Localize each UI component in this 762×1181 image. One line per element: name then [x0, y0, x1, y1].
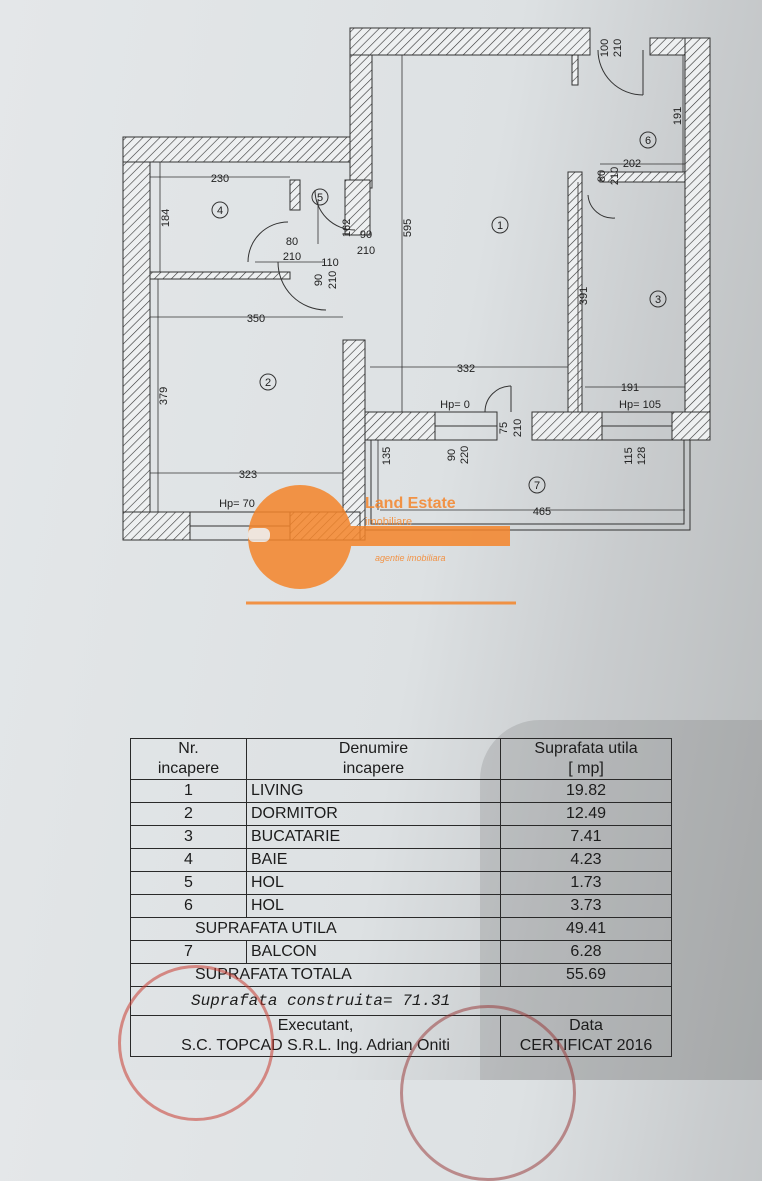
floor-plan: 1 2 3 4 5 6 7 230 184 350 379 323 595 33… — [122, 27, 711, 605]
door-kitchen-width: 80 — [596, 170, 608, 182]
header-area: Suprafata utila[ mp] — [500, 738, 672, 780]
door-bed-height: 210 — [327, 271, 339, 289]
windows-and-balcony — [189, 411, 691, 541]
door-bath-height: 210 — [283, 251, 301, 263]
stamp-right — [400, 1005, 576, 1181]
dim-191-hol: 191 — [672, 107, 684, 125]
room-number-5: 5 — [317, 192, 323, 204]
door-bath-width: 80 — [286, 236, 298, 248]
door-balcony-width: 75 — [498, 422, 510, 434]
room-number-3: 3 — [655, 294, 661, 306]
room-numbers — [211, 131, 667, 494]
door-balcony-height: 210 — [512, 419, 524, 437]
room-number-1: 1 — [497, 220, 503, 232]
door-bed-width: 90 — [313, 274, 325, 286]
stamp-left — [118, 965, 274, 1121]
room-number-4: 4 — [217, 205, 223, 217]
dim-332: 332 — [457, 363, 475, 375]
dimension-lines — [150, 55, 685, 512]
window-kitchen-width: 115 — [623, 447, 635, 465]
door-entry-width: 100 — [599, 39, 611, 57]
height-living: Hp= 0 — [440, 399, 470, 411]
dim-379: 379 — [158, 387, 170, 405]
watermark-sub: imobiliare — [365, 516, 412, 528]
watermark-logo: Land Estate imobiliare agentie imobiliar… — [246, 485, 516, 605]
window-living-width: 90 — [446, 449, 458, 461]
door-entry-height: 210 — [612, 39, 624, 57]
door-labels: 100 210 80 210 90 210 90 210 80 210 75 2… — [283, 39, 648, 465]
dim-184: 184 — [160, 209, 172, 227]
header-nr: Nr.incapere — [130, 738, 247, 780]
door-hol-height: 210 — [357, 245, 375, 257]
dim-595: 595 — [402, 219, 414, 237]
dim-323: 323 — [239, 469, 257, 481]
dim-191-kitchen: 191 — [621, 382, 639, 394]
dim-135: 135 — [381, 447, 393, 465]
dim-465: 465 — [533, 506, 551, 518]
room-number-7: 7 — [534, 480, 540, 492]
room-number-6: 6 — [645, 135, 651, 147]
dim-230: 230 — [211, 173, 229, 185]
watermark-tagline: agentie imobiliara — [375, 553, 446, 563]
walls — [122, 27, 711, 541]
door-swings — [247, 49, 644, 413]
dim-110: 110 — [321, 257, 339, 269]
dim-391: 391 — [578, 287, 590, 305]
door-kitchen-height: 210 — [609, 167, 621, 185]
room-number-2: 2 — [265, 377, 271, 389]
window-kitchen-height: 128 — [636, 447, 648, 465]
watermark-name: Land Estate — [365, 495, 456, 512]
height-bedroom: Hp= 70 — [219, 498, 255, 510]
dim-350: 350 — [247, 313, 265, 325]
window-living-height: 220 — [459, 446, 471, 464]
height-kitchen: Hp= 105 — [619, 399, 661, 411]
door-hol-width: 90 — [360, 229, 372, 241]
dim-162: 162 — [341, 219, 353, 237]
dim-202: 202 — [623, 158, 641, 170]
